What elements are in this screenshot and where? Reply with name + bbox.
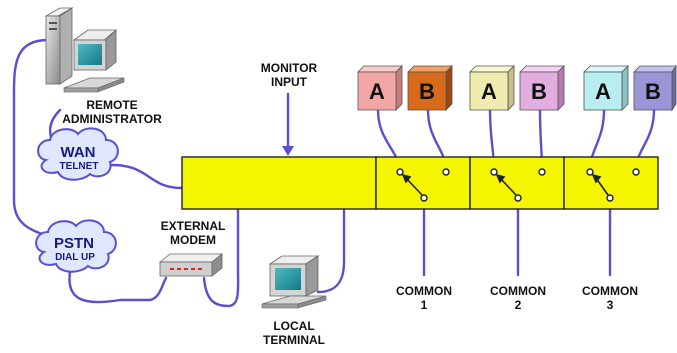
dial-up-label: DIAL UP	[55, 252, 95, 263]
switch-section-2	[469, 156, 565, 210]
device-label-b1: B	[419, 79, 435, 104]
contact-c1	[420, 194, 428, 202]
switch-box-main	[181, 156, 377, 210]
common-1-num: 1	[421, 298, 428, 312]
contact-c2	[514, 194, 522, 202]
lever-3-tip	[591, 173, 602, 184]
contact-b3	[632, 168, 640, 176]
device-label-b2: B	[531, 79, 547, 104]
wire-modem-box	[202, 208, 240, 308]
lever-3	[595, 177, 609, 196]
device-label-a1: A	[369, 79, 385, 104]
wire-wan-box	[110, 163, 184, 190]
pstn-cloud-icon: PSTN DIAL UP	[35, 219, 117, 273]
device-box-b3: B	[633, 64, 677, 112]
device-box-b2: B	[519, 65, 565, 111]
wire-local-box	[316, 208, 346, 294]
pstn-label: PSTN	[54, 235, 94, 252]
lever-1-tip	[401, 173, 412, 184]
contact-c3	[606, 194, 614, 202]
device-box-b1: B	[407, 65, 453, 111]
switch-contacts	[396, 168, 640, 202]
common-3-word: COMMON	[582, 284, 638, 298]
common-2-num: 2	[515, 298, 522, 312]
wan-label: WAN	[61, 144, 96, 161]
device-box-a2: A	[469, 65, 515, 111]
contact-b1	[442, 168, 450, 176]
switch-levers	[401, 173, 609, 196]
local-terminal-computer-icon	[261, 255, 327, 309]
monitor-input-arrowhead	[282, 146, 294, 156]
contact-a3	[586, 168, 594, 176]
common-1-word: COMMON	[396, 284, 452, 298]
device-box-a3: A	[583, 65, 629, 111]
common-2-word: COMMON	[490, 284, 546, 298]
wire-admin-wan	[12, 38, 50, 238]
device-label-b3: B	[645, 79, 661, 104]
local-terminal-label-2: TERMINAL	[263, 333, 325, 347]
wan-cloud-icon: WAN TELNET	[37, 127, 119, 181]
lever-2	[499, 177, 517, 196]
monitor-input-label-2: INPUT	[271, 75, 308, 89]
wire-pstn-modem	[68, 270, 168, 304]
telnet-label: TELNET	[60, 161, 99, 172]
contact-b2	[538, 168, 546, 176]
lever-1	[405, 177, 423, 196]
switch-box	[181, 156, 659, 210]
contact-a2	[490, 168, 498, 176]
remote-admin-label-1: REMOTE	[86, 98, 137, 112]
contact-a1	[396, 168, 404, 176]
local-terminal-label-1: LOCAL	[273, 319, 314, 333]
device-label-a2: A	[481, 79, 497, 104]
external-modem-label-1: EXTERNAL	[161, 219, 226, 233]
external-modem-icon	[158, 253, 224, 277]
remote-admin-label-2: ADMINISTRATOR	[62, 112, 162, 126]
device-box-a1: A	[357, 65, 403, 111]
remote-admin-computer-icon	[44, 7, 125, 93]
monitor-input-label-1: MONITOR	[261, 61, 318, 75]
device-label-a3: A	[595, 79, 611, 104]
lever-2-tip	[495, 173, 506, 184]
external-modem-label-2: MODEM	[170, 233, 216, 247]
common-3-num: 3	[607, 298, 614, 312]
